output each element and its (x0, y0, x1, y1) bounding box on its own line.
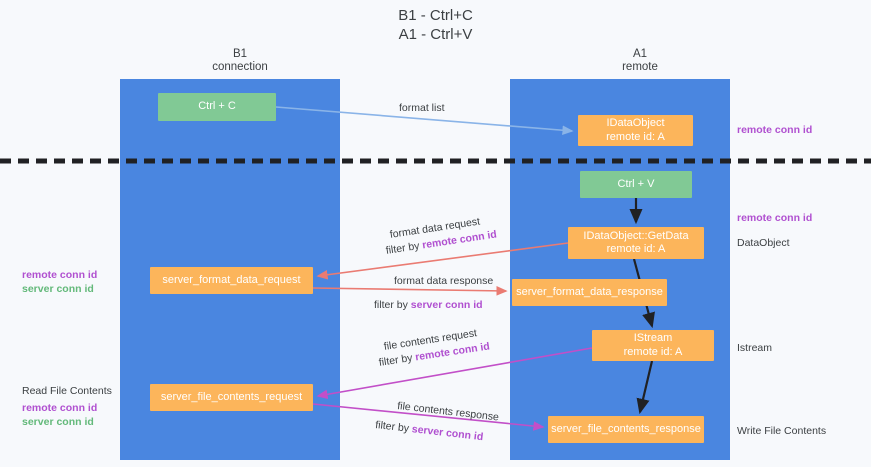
node-server-format-data-response[interactable]: server_format_data_response (512, 279, 667, 306)
edge-label-filter-server-conn-id-1: filter by server conn id (374, 299, 483, 312)
right-label-write-file-contents-text: Write File Contents (737, 425, 827, 437)
edge-label-format-data-response: format data response (394, 275, 493, 288)
title-line-1: B1 - Ctrl+C (398, 7, 473, 24)
filter-by-text-3: filter by (378, 351, 417, 369)
node-server-format-data-request-label: server_format_data_request (162, 273, 301, 286)
left-label-conn-ids-mid: remote conn id server conn id (22, 268, 97, 296)
node-ctrl-v-label: Ctrl + V (617, 177, 655, 190)
edge-label-format-list-text: format list (399, 102, 445, 114)
column-header-b1: B1 connection (140, 48, 340, 74)
filter-by-text-1: filter by (385, 239, 424, 257)
edge-label-format-list: format list (399, 102, 445, 115)
left-label-remote-conn-id-bottom-text: remote conn id (22, 402, 98, 414)
node-idataobject-title: IDataObject (606, 117, 665, 129)
right-label-remote-conn-id-mid-text: remote conn id (737, 212, 813, 224)
column-header-a1-role: remote (622, 61, 658, 73)
edge-label-file-contents-response-text: file contents response (396, 400, 500, 424)
node-server-file-contents-response[interactable]: server_file_contents_response (548, 416, 704, 443)
node-istream[interactable]: IStream remote id: A (592, 330, 714, 361)
node-ctrl-c[interactable]: Ctrl + C (158, 93, 276, 121)
node-server-file-contents-response-label: server_file_contents_response (551, 422, 701, 435)
right-label-remote-conn-id-top-text: remote conn id (737, 124, 813, 136)
left-label-server-conn-id-mid-text: server conn id (22, 283, 94, 295)
node-istream-subtitle: remote id: A (623, 345, 683, 358)
server-conn-id-text-2: server conn id (411, 423, 484, 444)
node-idataobject-subtitle: remote id: A (606, 130, 665, 143)
node-getdata-subtitle: remote id: A (606, 243, 666, 255)
edge-label-filter-server-conn-id-2: filter by server conn id (375, 419, 484, 444)
column-header-a1: A1 remote (540, 48, 740, 74)
node-istream-title: IStream (633, 332, 673, 344)
column-header-b1-name: B1 (232, 48, 248, 60)
left-label-read-file-contents: Read File Contents (22, 384, 112, 398)
left-label-conn-ids-bottom: remote conn id server conn id (22, 401, 97, 429)
edge-label-format-data-response-text: format data response (394, 275, 494, 287)
node-server-file-contents-request[interactable]: server_file_contents_request (150, 384, 313, 411)
node-getdata-title: IDataObject::GetData (583, 229, 689, 242)
title-line-2: A1 - Ctrl+V (398, 26, 473, 43)
node-server-format-data-request[interactable]: server_format_data_request (150, 267, 313, 294)
server-conn-id-text-1: server conn id (410, 299, 483, 311)
diagram-title: B1 - Ctrl+C A1 - Ctrl+V (0, 6, 871, 44)
right-label-istream-text: Istream (737, 342, 773, 354)
node-idataobject[interactable]: IDataObject remote id: A (578, 115, 693, 146)
right-label-remote-conn-id-top: remote conn id (737, 123, 812, 137)
node-ctrl-c-label: Ctrl + C (198, 100, 236, 113)
right-label-remote-conn-id-mid: remote conn id (737, 211, 812, 225)
right-label-dataobject: DataObject (737, 236, 790, 250)
right-label-istream: Istream (737, 341, 772, 355)
node-server-file-contents-request-label: server_file_contents_request (160, 390, 303, 403)
column-header-a1-name: A1 (632, 48, 648, 60)
edge-label-file-contents-response: file contents response (397, 400, 500, 424)
node-ctrl-v[interactable]: Ctrl + V (580, 171, 692, 198)
node-server-format-data-response-label: server_format_data_response (516, 285, 663, 298)
right-label-write-file-contents: Write File Contents (737, 424, 826, 438)
right-label-dataobject-text: DataObject (737, 237, 790, 249)
left-label-read-file-contents-text: Read File Contents (22, 385, 112, 397)
column-header-b1-role: connection (212, 61, 268, 73)
left-label-server-conn-id-bottom-text: server conn id (22, 416, 94, 428)
left-label-remote-conn-id-mid-text: remote conn id (22, 269, 98, 281)
node-idataobject-getdata[interactable]: IDataObject::GetData remote id: A (568, 227, 704, 259)
filter-by-text-4: filter by (374, 419, 413, 436)
filter-by-text-2: filter by (374, 299, 411, 311)
